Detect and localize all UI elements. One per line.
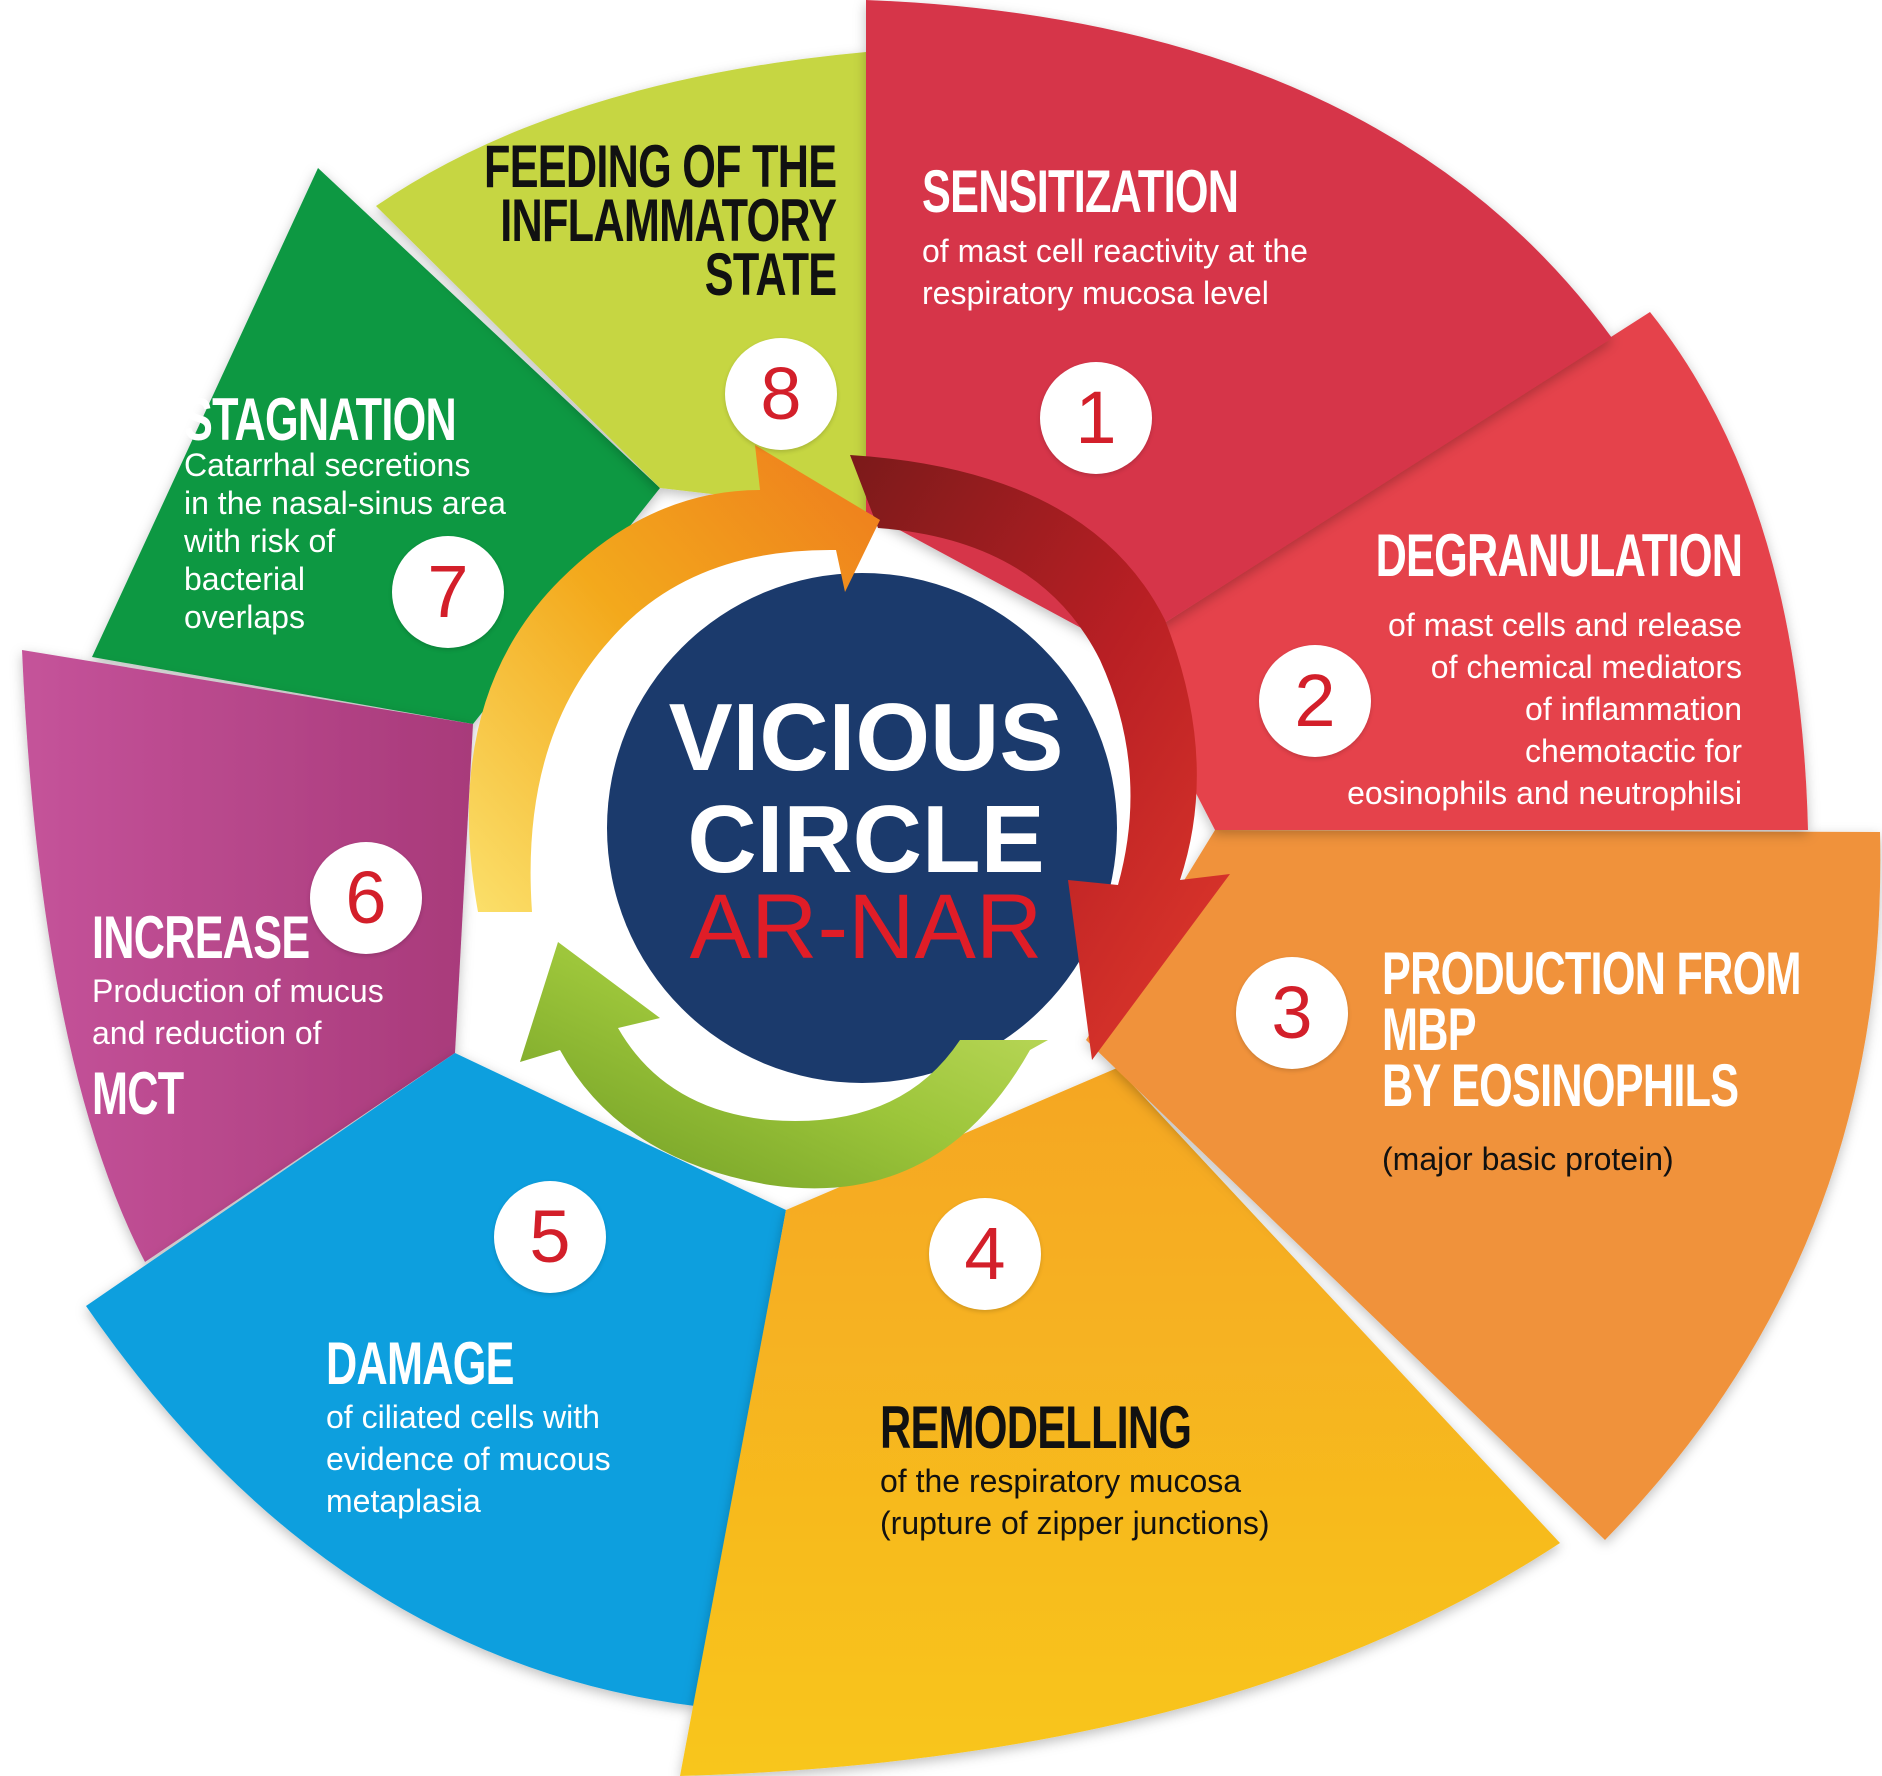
step-5-title: DAMAGE [326, 1330, 514, 1397]
step-5-description: of ciliated cells with evidence of mucou… [326, 1396, 611, 1522]
segment-5-damage [86, 1053, 786, 1706]
center-title-line-1: VICIOUS [669, 684, 1064, 791]
step-7-title: STAGNATION [184, 386, 457, 453]
center-title-line-3: AR-NAR [690, 876, 1043, 978]
orange-arrow [468, 445, 880, 912]
step-3-number: 3 [1236, 957, 1348, 1069]
step-3-description: (major basic protein) [1382, 1141, 1674, 1177]
red-arrow [850, 455, 1230, 1060]
step-5-number: 5 [494, 1181, 606, 1293]
step-7-number: 7 [392, 536, 504, 648]
step-2-title: DEGRANULATION [1375, 522, 1742, 589]
step-2-line: of chemical mediators [1430, 649, 1742, 685]
segment-6-increase [22, 650, 473, 1262]
step-7-line: with risk of [184, 523, 336, 559]
step-6-line: Production of mucus [92, 973, 384, 1009]
step-7-line: bacterial [184, 561, 305, 597]
step-1-line: of mast cell reactivity at the [922, 233, 1308, 269]
step-4-number: 4 [929, 1198, 1041, 1310]
step-8-number: 8 [725, 338, 837, 450]
step-6-extra-title: MCT [92, 1060, 184, 1127]
step-4-description: of the respiratory mucosa (rupture of zi… [880, 1460, 1270, 1544]
step-7-line: in the nasal-sinus area [184, 485, 506, 521]
center-title-line-2: CIRCLE [687, 786, 1044, 893]
step-8-title-line: INFLAMMATORY [499, 187, 837, 254]
step-3-title-line: PRODUCTION FROM [1382, 940, 1802, 1007]
step-6-description: Production of mucus and reduction of [92, 970, 384, 1054]
step-2-line: chemotactic for [1525, 733, 1742, 769]
segment-1-sensitization [866, 0, 1612, 650]
step-5-line: evidence of mucous [326, 1441, 611, 1477]
step-3-title: PRODUCTION FROM MBP BY EOSINOPHILS [1382, 940, 1802, 1119]
step-2-description: of mast cells and release of chemical me… [1347, 604, 1742, 814]
green-arrow [520, 942, 1048, 1189]
step-6-number: 6 [310, 842, 422, 954]
step-8-title-line: STATE [704, 241, 836, 308]
step-5-line: metaplasia [326, 1483, 481, 1519]
step-2-line: of mast cells and release [1388, 607, 1742, 643]
segment-7-stagnation [92, 168, 660, 724]
step-7-line: overlaps [184, 599, 305, 635]
step-6-title: INCREASE [92, 904, 310, 971]
step-4-title: REMODELLING [880, 1394, 1192, 1461]
center-circle [607, 573, 1117, 1083]
step-4-line: (rupture of zipper junctions) [880, 1505, 1270, 1541]
step-8-title: FEEDING OF THE INFLAMMATORY STATE [483, 133, 837, 308]
step-7-description: Catarrhal secretions in the nasal-sinus … [184, 446, 506, 636]
step-3-title-line: MBP [1382, 996, 1477, 1063]
step-1-line: respiratory mucosa level [922, 275, 1269, 311]
step-8-title-line: FEEDING OF THE [483, 133, 837, 200]
step-1-description: of mast cell reactivity at the respirato… [922, 230, 1308, 314]
step-2-line: eosinophils and neutrophilsi [1347, 775, 1742, 811]
step-3-title-line: BY EOSINOPHILS [1382, 1052, 1739, 1119]
step-2-number: 2 [1259, 645, 1371, 757]
step-6-line: and reduction of [92, 1015, 322, 1051]
step-1-title: SENSITIZATION [922, 158, 1239, 225]
step-5-line: of ciliated cells with [326, 1399, 600, 1435]
step-7-line: Catarrhal secretions [184, 447, 471, 483]
step-2-line: of inflammation [1525, 691, 1742, 727]
step-4-line: of the respiratory mucosa [880, 1463, 1242, 1499]
segment-4-remodelling [680, 1068, 1560, 1776]
step-1-number: 1 [1040, 362, 1152, 474]
